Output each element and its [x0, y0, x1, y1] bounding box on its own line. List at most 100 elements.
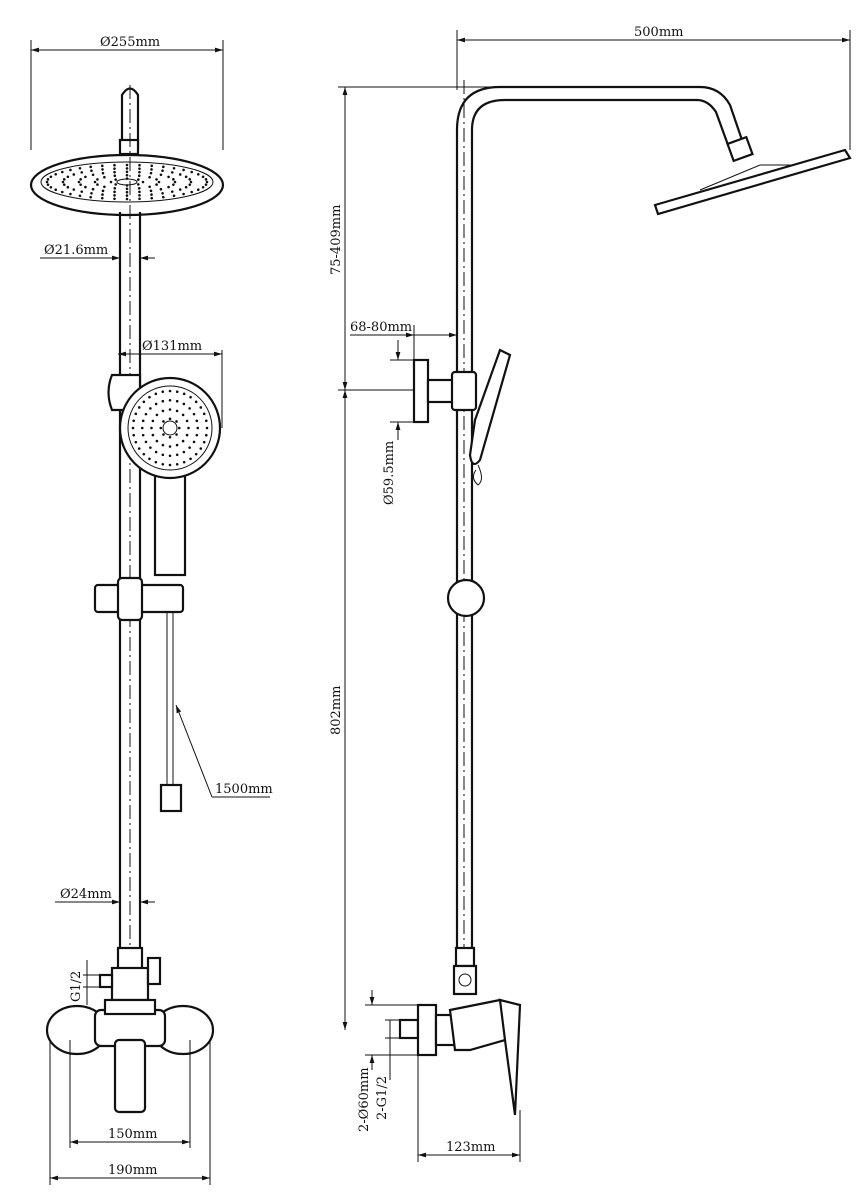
nozzle-dot [138, 197, 141, 201]
nozzle-dot [138, 170, 141, 174]
nozzle-dot [46, 183, 50, 186]
nozzle-dot [113, 194, 116, 197]
nozzle-dot [162, 165, 165, 169]
nozzle-dot [125, 184, 129, 187]
nozzle-dot [202, 412, 206, 416]
nozzle-dot [162, 195, 165, 199]
nozzle-dot [172, 183, 175, 186]
dimensions-front: Ø255mm Ø21.6mm Ø131mm 1500mm Ø24mm G1/2 … [30, 35, 273, 1185]
nozzle-dot [170, 171, 174, 174]
nozzle-dot [125, 187, 129, 191]
nozzle-dot [172, 178, 175, 181]
nozzle-dot [150, 196, 154, 200]
nozzle-dot [100, 164, 104, 168]
dim-hose-length: 1500mm [215, 782, 273, 797]
nozzle-dot [154, 450, 158, 454]
wall-bracket [412, 358, 478, 424]
nozzle-dot [199, 406, 203, 409]
nozzle-dot [113, 190, 116, 194]
nozzle-dot [79, 178, 82, 181]
nozzle-dot [54, 188, 58, 192]
nozzle-dot [182, 460, 186, 464]
nozzle-dot [138, 194, 141, 197]
nozzle-dot [161, 453, 165, 457]
nozzle-dot [148, 175, 151, 179]
nozzle-dot [113, 174, 117, 178]
dim-cover-diameter: 2-Ø60mm [357, 1067, 372, 1132]
nozzle-dot [60, 170, 64, 174]
nozzle-dot [79, 183, 82, 186]
overhead-shower-head [29, 153, 225, 217]
nozzle-dot [155, 439, 159, 443]
mixer [45, 998, 215, 1114]
overhead-shower-head-side [653, 148, 852, 216]
nozzle-dot [181, 439, 185, 443]
dim-pipe-lower: Ø24mm [60, 887, 112, 902]
nozzle-dot [190, 190, 194, 194]
nozzle-dot [175, 399, 179, 403]
nozzle-dot [148, 185, 151, 189]
nozzle-dot [125, 177, 129, 180]
nozzle-dot [182, 392, 186, 396]
nozzle-dot [149, 446, 152, 449]
nozzle-dot [149, 189, 153, 193]
nozzle-dot [168, 454, 172, 458]
nozzle-dot [72, 173, 76, 176]
nozzle-dot [46, 178, 50, 181]
nozzle-dot [134, 440, 138, 444]
nozzle-dot [137, 447, 141, 450]
nozzle-dot [89, 195, 92, 199]
nozzle-dot [144, 440, 148, 444]
nozzle-dot [138, 167, 141, 170]
nozzle-dot [189, 457, 192, 461]
nozzle-dot [134, 412, 138, 416]
diverter-side [452, 946, 478, 996]
nozzle-dot [199, 447, 203, 450]
nozzle-dot [66, 175, 70, 179]
nozzle-dot [84, 185, 87, 189]
nozzle-dot [125, 173, 129, 177]
nozzle-dot [80, 190, 84, 193]
nozzle-dot [182, 450, 186, 454]
nozzle-dot [91, 173, 95, 177]
nozzle-dot [54, 172, 58, 176]
nozzle-dot [168, 463, 172, 467]
nozzle-dot [77, 180, 81, 184]
nozzle-dot [78, 166, 82, 170]
nozzle-dot [144, 412, 148, 416]
nozzle-dot [175, 462, 179, 466]
nozzle-dot [131, 426, 135, 430]
nozzle-dot [157, 180, 161, 184]
nozzle-dot [155, 178, 158, 181]
nozzle-dot [161, 462, 165, 466]
nozzle-dot [168, 408, 172, 411]
nozzle-dot [148, 457, 151, 461]
nozzle-dot [90, 192, 93, 195]
nozzle-dot [101, 193, 104, 196]
nozzle-dot [201, 175, 205, 179]
nozzle-dot [141, 419, 145, 423]
nozzle-dot [69, 192, 72, 196]
nozzle-dot [190, 170, 194, 174]
nozzle-dot [84, 175, 87, 179]
nozzle-dot [66, 185, 70, 189]
nozzle-dot [175, 433, 178, 436]
front-view: Ø255mm Ø21.6mm Ø131mm 1500mm Ø24mm G1/2 … [29, 35, 273, 1185]
nozzle-dot [189, 395, 192, 399]
nozzle-dot [154, 460, 158, 464]
nozzle-dot [113, 186, 117, 190]
nozzle-dot [182, 192, 185, 196]
nozzle-dot [175, 420, 178, 423]
nozzle-dot [175, 390, 179, 394]
nozzle-dot [137, 174, 141, 178]
nozzle-dot [96, 178, 99, 181]
nozzle-dot [150, 193, 153, 196]
nozzle-dot [61, 180, 65, 184]
dim-head-diameter: Ø255mm [100, 35, 160, 50]
nozzle-dot [155, 183, 158, 186]
nozzle-dot [137, 186, 141, 190]
nozzle-dot [175, 443, 179, 447]
nozzle-dot [204, 419, 208, 423]
nozzle-dot [204, 183, 208, 186]
nozzle-dot [159, 426, 163, 430]
